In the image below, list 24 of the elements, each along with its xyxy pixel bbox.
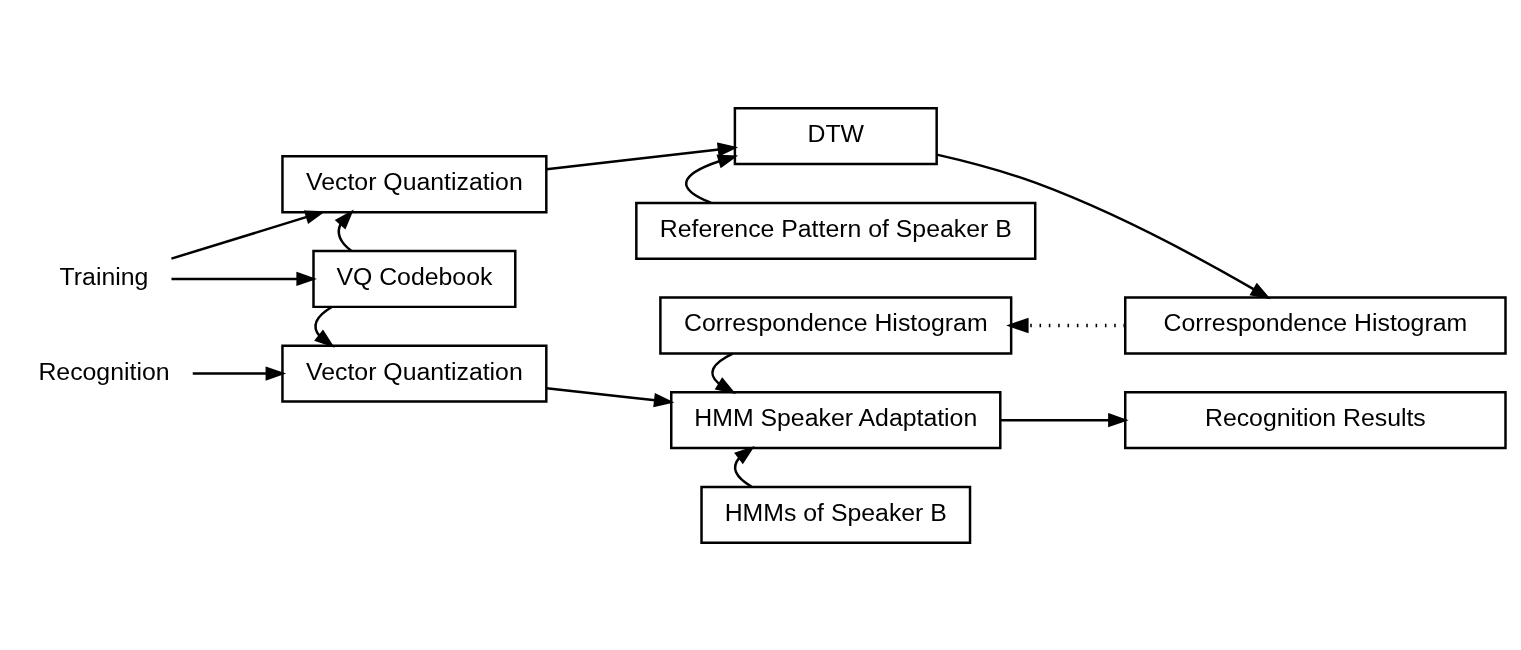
arrow — [546, 141, 739, 170]
node-box: HMM Speaker Adaptation — [670, 390, 1002, 449]
arrow — [192, 365, 287, 381]
node-box: Recognition Results — [1124, 390, 1507, 449]
node-box: HMMs of Speaker B — [700, 485, 972, 544]
arrow — [171, 271, 317, 286]
node-box: Vector Quantization — [281, 154, 548, 213]
node-text: Training — [59, 262, 149, 290]
node-box: Correspondence Histogram — [1124, 295, 1507, 355]
arrow — [733, 445, 755, 488]
arrow — [1000, 412, 1129, 427]
arrow — [546, 386, 675, 407]
node-box: DTW — [733, 106, 938, 165]
arrow — [171, 209, 326, 260]
node-box: VQ Codebook — [312, 249, 517, 308]
arrow — [334, 209, 354, 252]
node-box: Correspondence Histogram — [659, 295, 1013, 355]
node-text: Recognition — [38, 357, 170, 385]
node-box: Reference Pattern of Speaker B — [635, 201, 1037, 260]
arrow — [936, 152, 1271, 299]
node-box: Vector Quantization — [281, 343, 548, 403]
arrow — [1006, 317, 1125, 333]
arrow — [685, 154, 739, 204]
arrow — [314, 305, 335, 348]
